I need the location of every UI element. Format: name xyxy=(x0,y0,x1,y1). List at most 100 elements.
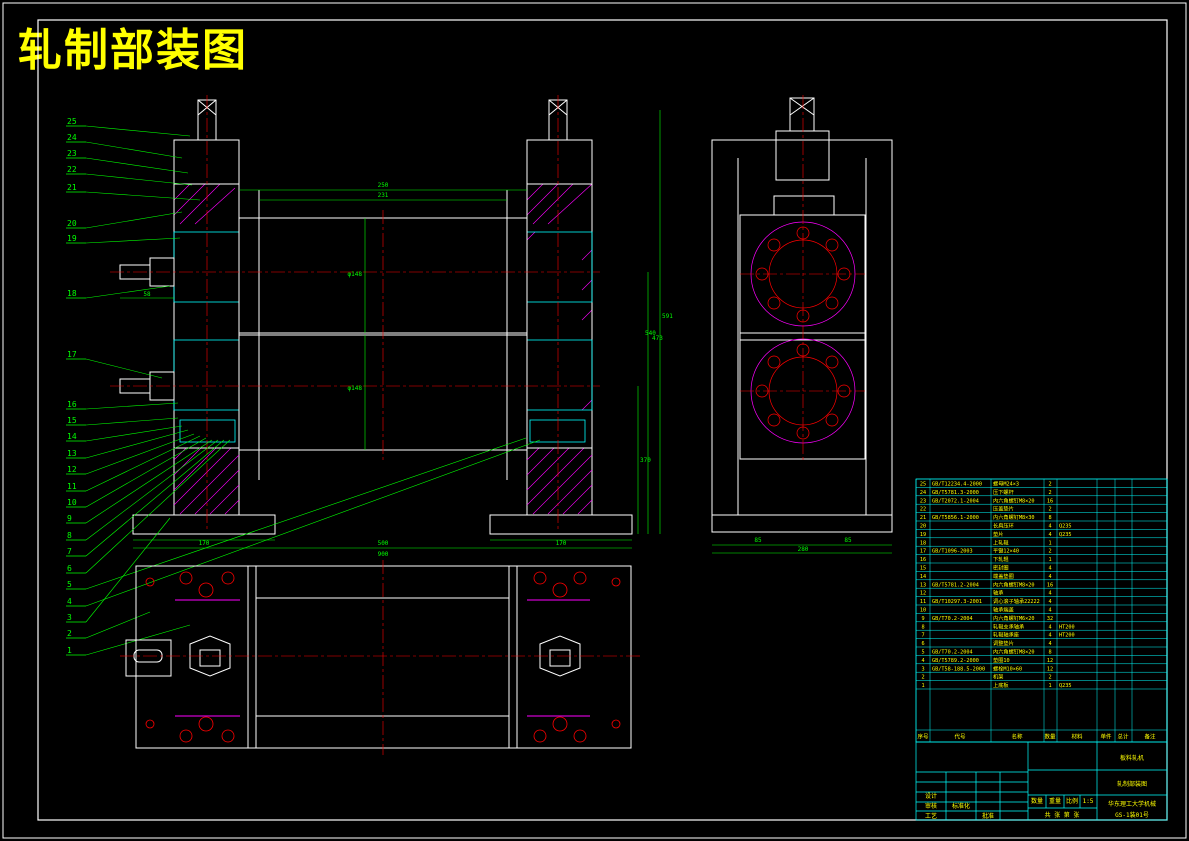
bom-header-mat: 材料 xyxy=(1071,733,1083,741)
dim-shaft-b: φ148 xyxy=(348,385,363,392)
bom-qty: 1 xyxy=(1048,540,1051,546)
bom-no: 23 xyxy=(920,498,926,504)
dim-top-width: 250 xyxy=(378,182,389,189)
balloon-24: 24 xyxy=(67,133,77,142)
bom-no: 1 xyxy=(921,683,924,689)
balloon-leader xyxy=(85,437,527,590)
balloon-leader xyxy=(85,417,179,426)
balloon-16: 16 xyxy=(67,400,77,409)
bom-code: GB/T12234.4-2000 xyxy=(932,482,982,488)
bom-no: 5 xyxy=(921,650,924,656)
bom-name: 螺母M24×3 xyxy=(993,480,1019,488)
dim-height-b: 473 xyxy=(652,335,663,342)
bom-name: 密封圈 xyxy=(993,564,1009,572)
part-balloons: 2524232221201918171615141312111098765432… xyxy=(66,117,541,656)
bom-code: GB/T58-188.5-2000 xyxy=(932,666,985,672)
dim-side-right: 85 xyxy=(844,537,852,544)
dim-base-total: 900 xyxy=(378,551,389,558)
balloon-14: 14 xyxy=(67,432,77,441)
bom-no: 13 xyxy=(920,582,926,588)
dim-side-total: 280 xyxy=(798,546,809,553)
bom-qty: 2 xyxy=(1048,675,1051,681)
bom-name: 压盖垫片 xyxy=(993,505,1014,513)
left-screw-housing xyxy=(173,139,240,185)
bom-name: 轧辊轴承座 xyxy=(993,631,1019,639)
dim-base-mid: 500 xyxy=(378,540,389,547)
tb-drawing-no: GS-1装01号 xyxy=(1115,811,1149,819)
bom-header-qty: 数量 xyxy=(1044,733,1056,741)
balloon-leader xyxy=(85,439,225,557)
bom-name: 下轧辊 xyxy=(993,555,1009,563)
tb-design: 设计 xyxy=(925,792,937,800)
bom-name: 调心滚子轴承22222 xyxy=(993,597,1040,605)
side-view xyxy=(711,95,893,554)
title-block-text: 板料轧机 轧制部装图 华东理工大学机械 GS-1装01号 设计 审核 工艺 标准… xyxy=(925,754,1156,820)
bom-code: GB/T10297.3-2001 xyxy=(932,599,982,605)
bom-name: 调整垫片 xyxy=(993,639,1014,647)
tb-approve: 批准 xyxy=(982,812,994,820)
balloon-leader xyxy=(85,211,183,229)
bom-no: 4 xyxy=(921,658,924,664)
bom-name: 内六角螺钉M8×30 xyxy=(993,513,1035,521)
balloon-8: 8 xyxy=(67,531,72,540)
bom-no: 21 xyxy=(920,515,926,521)
bom-no: 10 xyxy=(920,608,926,614)
balloon-leader xyxy=(85,402,179,410)
balloon-21: 21 xyxy=(67,183,77,192)
bom-mat: HT200 xyxy=(1059,633,1075,639)
balloon-leader xyxy=(85,439,219,541)
bom-name: 内六角螺钉M6×20 xyxy=(993,614,1035,622)
bom-no: 17 xyxy=(920,549,926,555)
bom-name: 轴承 xyxy=(993,589,1004,597)
balloon-leader xyxy=(85,433,195,475)
bom-qty: 4 xyxy=(1048,532,1051,538)
bom-code: GB/T5789.2-2000 xyxy=(932,658,979,664)
tb-drawing: 轧制部装图 xyxy=(1117,780,1147,788)
right-screw-housing xyxy=(526,139,593,185)
bom-mat: HT200 xyxy=(1059,624,1075,630)
balloon-leader xyxy=(85,125,191,137)
balloon-leader xyxy=(85,611,151,639)
bom-no: 16 xyxy=(920,557,926,563)
tb-scale: 比例 xyxy=(1066,797,1078,805)
dim-height-d: 370 xyxy=(640,457,651,464)
bom-no: 20 xyxy=(920,524,926,530)
tb-sheet: 1:5 xyxy=(1083,798,1094,805)
bom-code: GB/T1096-2003 xyxy=(932,549,973,555)
bom-qty: 2 xyxy=(1048,490,1051,496)
balloon-7: 7 xyxy=(67,547,72,556)
bom-name: 内六角螺钉M8×20 xyxy=(993,496,1035,504)
bom-no: 22 xyxy=(920,507,926,513)
bom-code: GB/T5781.2-2004 xyxy=(932,582,979,588)
bom-name: 上底板 xyxy=(993,681,1009,689)
bom-no: 24 xyxy=(920,490,926,496)
tb-project: 板料轧机 xyxy=(1120,754,1144,762)
balloon-4: 4 xyxy=(67,597,72,606)
balloon-leader xyxy=(85,237,181,244)
bom-qty: 8 xyxy=(1048,650,1051,656)
bom-qty: 4 xyxy=(1048,608,1051,614)
bom-no: 2 xyxy=(921,675,924,681)
bom-name: 垫片 xyxy=(993,530,1003,538)
bom-no: 25 xyxy=(920,482,926,488)
balloon-11: 11 xyxy=(67,482,77,491)
bom-qty: 2 xyxy=(1048,549,1051,555)
dim-side-left: 85 xyxy=(754,537,762,544)
right-stand-lower xyxy=(526,447,593,516)
drawing-title: 轧制部装图 xyxy=(18,25,248,76)
bom-no: 7 xyxy=(921,633,924,639)
balloon-leader xyxy=(85,157,189,174)
balloon-25: 25 xyxy=(67,117,77,126)
bom-qty: 4 xyxy=(1048,599,1051,605)
title-block xyxy=(915,741,1168,821)
balloon-leader xyxy=(85,173,193,186)
bom-qty: 4 xyxy=(1048,574,1051,580)
dim-inner-width: 231 xyxy=(378,192,389,199)
bom-name: 轧辊支承轴承 xyxy=(993,622,1025,630)
balloon-15: 15 xyxy=(67,416,77,425)
bom-name: 端盖垫圈 xyxy=(993,572,1014,580)
bom-qty: 4 xyxy=(1048,591,1051,597)
dim-height-a: 540 xyxy=(645,330,656,337)
bom-code: GB/T70.2-2004 xyxy=(932,650,973,656)
